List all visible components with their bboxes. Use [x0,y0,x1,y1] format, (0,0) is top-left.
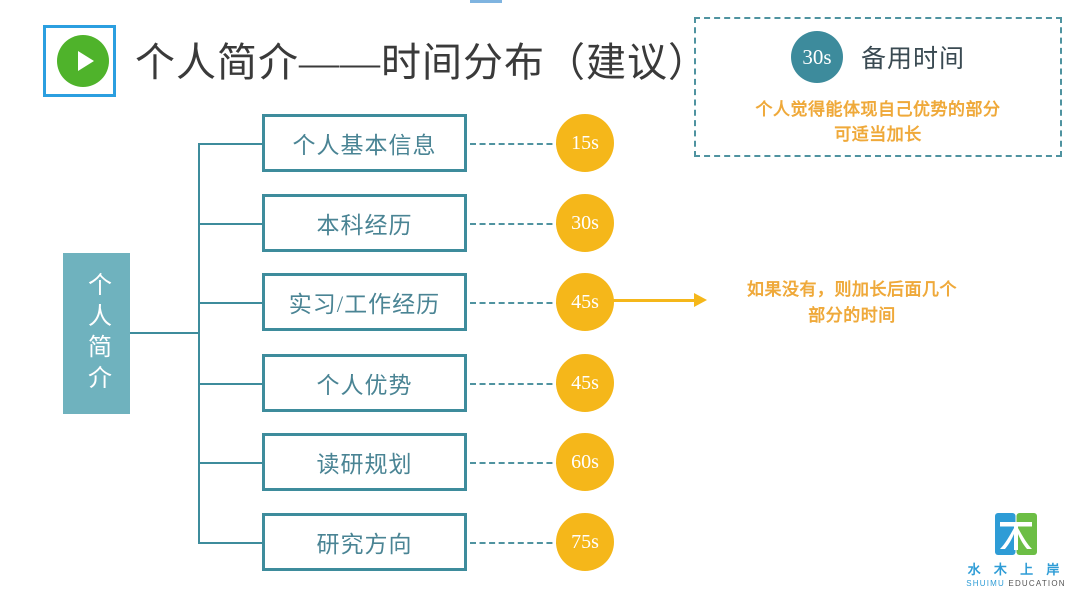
annotation-line2: 部分的时间 [808,306,896,325]
annotation-line1: 如果没有，则加长后面几个 [747,280,957,299]
item-time-circle-1: 15s [556,114,614,172]
item-label-3: 实习/工作经历 [288,292,441,317]
play-icon [57,35,109,87]
annotation-arrow-line [612,299,698,302]
play-triangle [77,51,94,71]
item-time-circle-4: 45s [556,354,614,412]
item-label-4: 个人优势 [316,373,413,398]
item-dash-link-5 [470,462,562,464]
item-time-label-2: 30s [571,211,599,234]
spare-time-note-line2: 可适当加长 [834,125,922,144]
connector-branch-3 [198,302,262,304]
page-title: 个人简介——时间分布（建议） [135,40,709,85]
item-box-2[interactable]: 本科经历 [262,194,467,252]
logo-chinese-name: 水 木 上 岸 [967,562,1065,577]
connector-branch-5 [198,462,262,464]
item-box-5[interactable]: 读研规划 [262,433,467,491]
item-dash-link-3 [470,302,562,304]
logo-en-brand: SHUIMU [966,579,1005,588]
item-box-6[interactable]: 研究方向 [262,513,467,571]
item-dash-link-4 [470,383,562,385]
item-time-label-1: 15s [571,131,599,154]
annotation-text: 如果没有，则加长后面几个 部分的时间 [712,277,992,329]
item-time-circle-2: 30s [556,194,614,252]
item-label-6: 研究方向 [316,532,413,557]
connector-branch-2 [198,223,262,225]
item-dash-link-2 [470,223,562,225]
item-time-circle-6: 75s [556,513,614,571]
item-dash-link-1 [470,143,562,145]
item-time-circle-5: 60s [556,433,614,491]
root-node: 个人简介 [63,253,130,414]
brand-logo: 水 木 上 岸 SHUIMU EDUCATION [960,512,1072,596]
item-label-1: 个人基本信息 [292,133,437,158]
connector-stem [130,332,200,334]
item-label-5: 读研规划 [316,452,413,477]
item-time-label-3: 45s [571,290,599,313]
annotation-arrow-head-icon [694,293,707,307]
spare-time-title: 备用时间 [860,46,965,73]
connector-branch-1 [198,143,262,145]
spare-time-panel: 30s 备用时间 个人觉得能体现自己优势的部分 可适当加长 [694,17,1062,157]
item-label-2: 本科经历 [316,213,413,238]
spare-time-note: 个人觉得能体现自己优势的部分 可适当加长 [696,97,1060,147]
item-box-1[interactable]: 个人基本信息 [262,114,467,172]
item-time-label-5: 60s [571,450,599,473]
spare-time-badge: 30s [790,31,843,83]
logo-en-word: EDUCATION [1005,579,1066,588]
root-node-label: 个人简介 [83,271,110,396]
spare-time-header: 30s 备用时间 [696,31,1060,83]
connector-branch-4 [198,383,262,385]
item-time-circle-3: 45s [556,273,614,331]
connector-spine [198,143,200,543]
connector-branch-6 [198,542,262,544]
shuimu-logo-icon [995,513,1037,555]
logo-english-name: SHUIMU EDUCATION [960,579,1072,588]
item-dash-link-6 [470,542,562,544]
top-cropped-strip [470,0,502,3]
item-box-3[interactable]: 实习/工作经历 [262,273,467,331]
item-time-label-4: 45s [571,371,599,394]
item-time-label-6: 75s [571,530,599,553]
item-box-4[interactable]: 个人优势 [262,354,467,412]
spare-time-note-line1: 个人觉得能体现自己优势的部分 [755,100,1001,119]
